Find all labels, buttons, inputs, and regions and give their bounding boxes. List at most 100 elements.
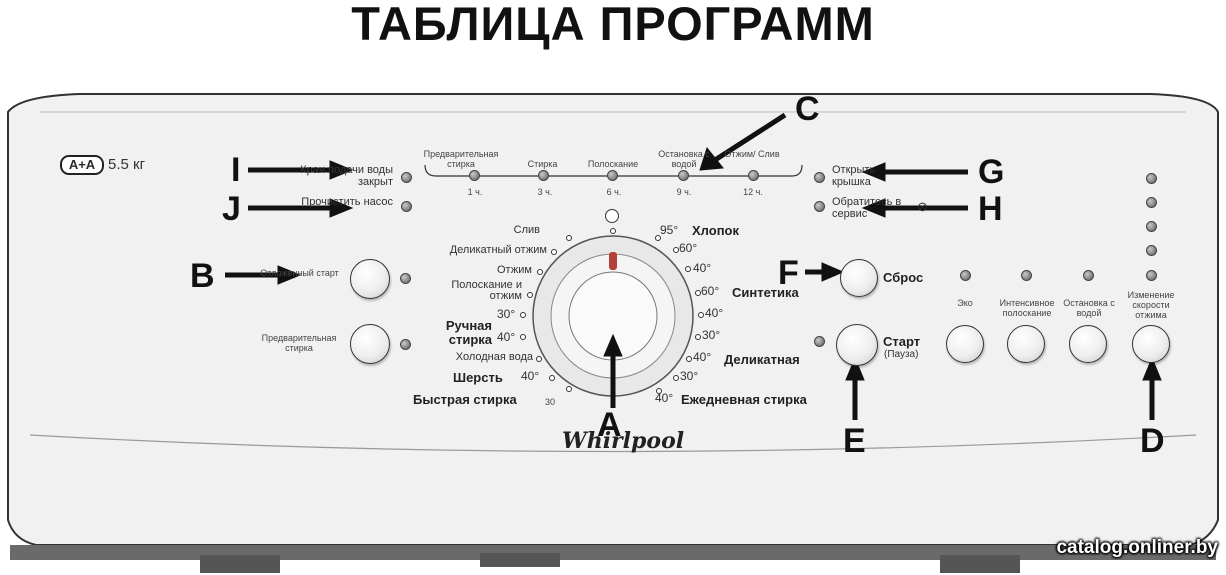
del-40-dot bbox=[686, 356, 692, 362]
prog-spin-dot bbox=[537, 269, 543, 275]
delayed-start-label: Отложенный старт bbox=[260, 268, 339, 278]
prog-wool-40: 40° bbox=[521, 369, 540, 383]
program-dial[interactable] bbox=[533, 236, 693, 396]
prog-hand-40: 40° bbox=[497, 330, 516, 344]
cotton-95-dot bbox=[655, 235, 661, 241]
wrench-icon: ⊘ bbox=[917, 199, 928, 214]
start-label: Старт bbox=[883, 334, 921, 349]
stage-wash-label: Стирка bbox=[527, 159, 558, 169]
prog-cotton-95: 95° bbox=[660, 223, 679, 237]
stage-wash-lamp bbox=[538, 170, 549, 181]
prog-rinse-spin: Полоскание и отжим bbox=[451, 279, 522, 302]
prog-synth-40: 40° bbox=[705, 306, 724, 320]
spin-level-4-lamp bbox=[1146, 245, 1157, 256]
del-30-dot bbox=[673, 375, 679, 381]
prog-delicate-spin-dot bbox=[551, 249, 557, 255]
prewash-button[interactable] bbox=[350, 324, 390, 364]
stop-water-button[interactable] bbox=[1069, 325, 1107, 363]
open-lid-label: Открыть крышка bbox=[832, 164, 876, 188]
eco-button[interactable] bbox=[946, 325, 984, 363]
callout-d: D bbox=[1140, 422, 1165, 460]
time-3h: 3 ч. bbox=[537, 187, 553, 197]
spin-level-3-lamp bbox=[1146, 221, 1157, 232]
prog-daily-40: 40° bbox=[655, 391, 674, 405]
reset-label: Сброс bbox=[883, 270, 924, 285]
clean-pump-label: Прочистить насос bbox=[301, 196, 393, 208]
prog-hand-wash: Ручная стирка bbox=[445, 318, 492, 347]
start-button[interactable] bbox=[836, 324, 878, 366]
intensive-rinse-button[interactable] bbox=[1007, 325, 1045, 363]
stage-rinse-label: Полоскание bbox=[587, 159, 639, 169]
time-9h: 9 ч. bbox=[676, 187, 692, 197]
callout-g: G bbox=[978, 153, 1005, 191]
prog-quick-30: 30 bbox=[545, 397, 556, 407]
spin-level-5-lamp bbox=[1146, 270, 1157, 281]
prog-synth-30: 30° bbox=[702, 328, 721, 342]
stop-water-lamp bbox=[1083, 270, 1094, 281]
prog-spin: Отжим bbox=[496, 264, 532, 276]
stage-stop-water-lamp bbox=[678, 170, 689, 181]
stage-prewash-label: Предварительная стирка bbox=[423, 149, 499, 169]
whirlpool-logo: Whirlpool bbox=[562, 428, 685, 454]
prog-cold-water: Холодная вода bbox=[455, 351, 533, 363]
stage-spin-drain-label: Отжим/ Слив bbox=[724, 149, 780, 159]
prog-hand-40-dot bbox=[520, 334, 526, 340]
intensive-rinse-label: Интенсивное полоскание bbox=[999, 298, 1055, 318]
open-lid-lamp bbox=[814, 172, 825, 183]
delayed-start-lamp bbox=[400, 273, 411, 284]
callout-c: C bbox=[795, 90, 820, 128]
synth-40-dot bbox=[698, 312, 704, 318]
daily-40-dot bbox=[656, 388, 662, 394]
reset-button[interactable] bbox=[840, 259, 878, 297]
time-1h: 1 ч. bbox=[467, 187, 483, 197]
prog-wool-dot bbox=[549, 375, 555, 381]
synth-30-dot bbox=[695, 334, 701, 340]
eco-label: Эко bbox=[957, 298, 973, 308]
off-dot bbox=[610, 228, 616, 234]
tap-closed-label: Кран подачи воды закрыт bbox=[300, 164, 393, 188]
prog-delicate: Деликатная bbox=[724, 352, 800, 367]
clean-pump-lamp bbox=[401, 201, 412, 212]
spin-level-1-lamp bbox=[1146, 173, 1157, 184]
time-6h: 6 ч. bbox=[606, 187, 622, 197]
time-12h: 12 ч. bbox=[743, 187, 763, 197]
callout-f: F bbox=[778, 254, 799, 292]
prog-drain: Слив bbox=[513, 224, 540, 236]
callout-b: B bbox=[190, 257, 215, 295]
energy-class-badge: A+A bbox=[60, 155, 104, 175]
prog-cold-water-dot bbox=[536, 356, 542, 362]
stage-prewash-lamp bbox=[469, 170, 480, 181]
delayed-start-button[interactable] bbox=[350, 259, 390, 299]
capacity-label: 5.5 кг bbox=[108, 156, 146, 173]
pause-label: (Пауза) bbox=[884, 349, 919, 360]
stage-spin-drain-lamp bbox=[748, 170, 759, 181]
eco-lamp bbox=[960, 270, 971, 281]
prog-hand-30-dot bbox=[520, 312, 526, 318]
callout-a: A bbox=[597, 406, 622, 444]
service-lamp bbox=[814, 201, 825, 212]
prog-synth-60: 60° bbox=[701, 284, 720, 298]
prog-cotton-40: 40° bbox=[693, 261, 712, 275]
start-lamp bbox=[814, 336, 825, 347]
cotton-40-dot bbox=[685, 266, 691, 272]
stage-rinse-lamp bbox=[607, 170, 618, 181]
prog-cotton: Хлопок bbox=[692, 223, 739, 238]
off-position bbox=[605, 209, 619, 223]
spin-speed-button[interactable] bbox=[1132, 325, 1170, 363]
prog-cotton-60: 60° bbox=[679, 241, 698, 255]
intensive-rinse-lamp bbox=[1021, 270, 1032, 281]
prog-del-40: 40° bbox=[693, 350, 712, 364]
spin-speed-label: Изменение скорости отжима bbox=[1127, 290, 1175, 320]
cotton-60-dot bbox=[673, 247, 679, 253]
prog-daily: Ежедневная стирка bbox=[681, 392, 807, 407]
prog-synthetics: Синтетика bbox=[732, 285, 799, 300]
spin-level-2-lamp bbox=[1146, 197, 1157, 208]
stage-stop-water-label: Остановка с водой bbox=[658, 149, 710, 169]
page-title: ТАБЛИЦА ПРОГРАММ bbox=[351, 0, 875, 50]
callout-e: E bbox=[843, 422, 866, 460]
prog-quick-wash: Быстрая стирка bbox=[413, 392, 517, 407]
prog-delicate-spin: Деликатный отжим bbox=[449, 244, 547, 256]
prog-hand-30: 30° bbox=[497, 307, 516, 321]
prewash-lamp bbox=[400, 339, 411, 350]
